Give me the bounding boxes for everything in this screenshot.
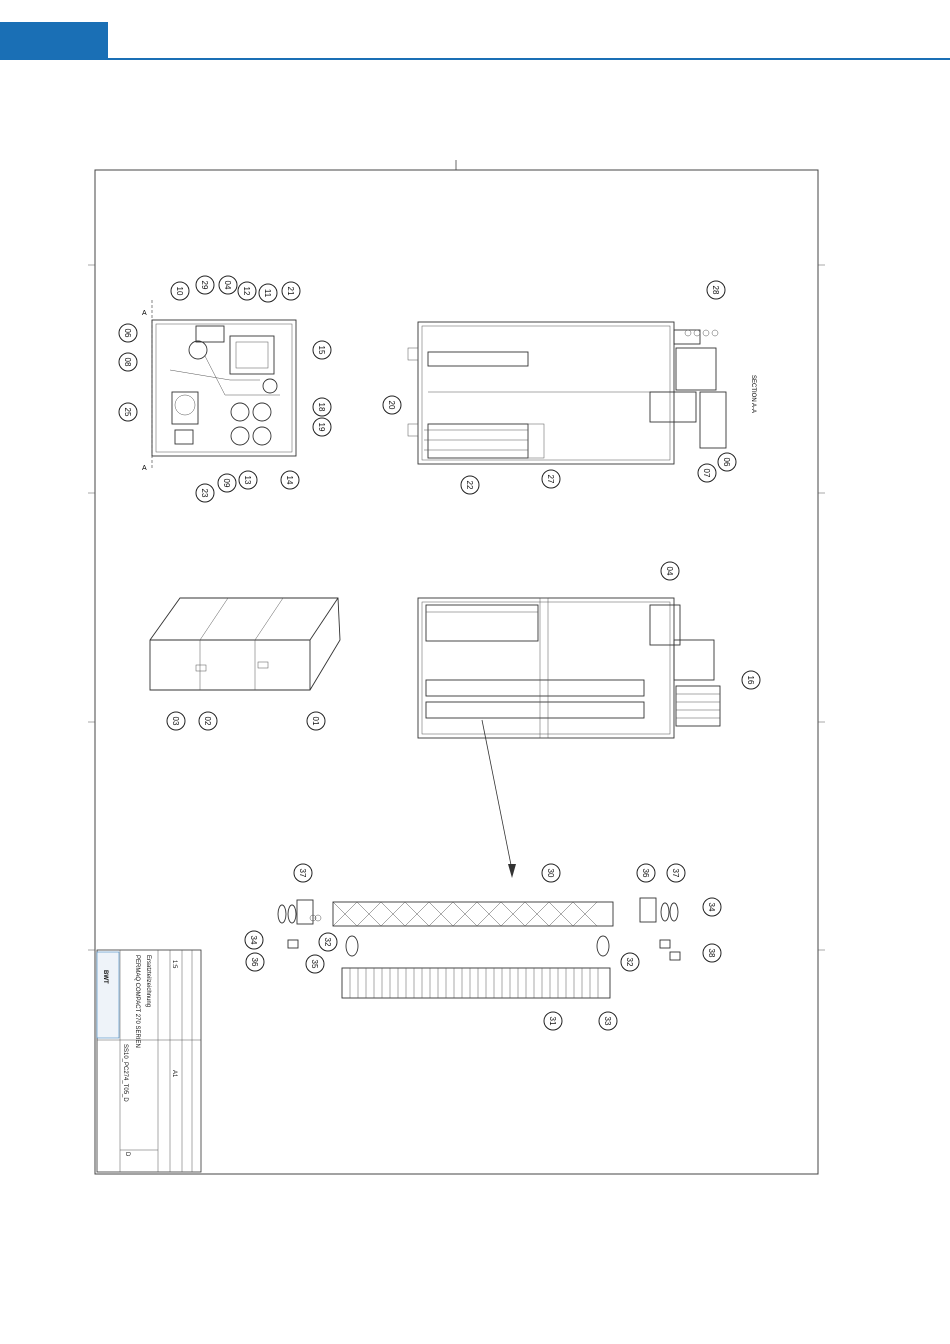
svg-text:A: A xyxy=(142,465,147,472)
callout-c25: 25 xyxy=(119,403,137,421)
callout-c01: 01 xyxy=(307,712,325,730)
callout-c04b: 04 xyxy=(661,562,679,580)
callout-label: 22 xyxy=(465,481,474,490)
callout-c28: 28 xyxy=(707,281,725,299)
callout-c27: 27 xyxy=(542,470,560,488)
callout-label: 07 xyxy=(702,469,711,478)
callout-label: 11 xyxy=(263,289,272,298)
callout-c20: 20 xyxy=(383,396,401,414)
callout-label: 09 xyxy=(222,479,231,488)
callout-label: 14 xyxy=(285,476,294,485)
membrane-detail xyxy=(278,898,680,998)
callout-label: 04 xyxy=(665,567,674,576)
svg-text:A: A xyxy=(142,310,147,317)
callout-label: 06 xyxy=(722,458,731,467)
revision: D xyxy=(124,1152,130,1157)
callout-c06a: 06 xyxy=(119,324,137,342)
callout-label: 32 xyxy=(625,958,634,967)
callout-label: 34 xyxy=(249,936,258,945)
callout-c36a: 36 xyxy=(637,864,655,882)
callout-c12: 12 xyxy=(238,282,256,300)
callout-c19: 19 xyxy=(313,418,331,436)
callout-c36b: 36 xyxy=(246,953,264,971)
drawing-frame xyxy=(95,170,818,1174)
callout-label: 16 xyxy=(746,676,755,685)
callout-c14: 14 xyxy=(281,471,299,489)
section-label: SECTION A-A xyxy=(750,375,756,413)
callout-label: 36 xyxy=(641,869,650,878)
title-block: BWT PERMAQ COMPACT 270 SERIEN Ersatzteil… xyxy=(97,950,201,1172)
callout-label: 08 xyxy=(123,358,132,367)
callout-label: 12 xyxy=(242,287,251,296)
callout-label: 10 xyxy=(175,287,184,296)
isometric-view xyxy=(150,598,340,690)
callout-label: 30 xyxy=(546,869,555,878)
callout-c18: 18 xyxy=(313,398,331,416)
callout-label: 01 xyxy=(311,717,320,726)
callout-label: 03 xyxy=(171,717,180,726)
callout-bubbles: 10 29 04 12 11 21 06 08 25 15 18 19 23 09 13 14 28 20 22 27… xyxy=(119,276,760,1030)
callout-label: 32 xyxy=(323,938,332,947)
callout-label: 25 xyxy=(123,408,132,417)
section-view: SECTION A-A xyxy=(408,322,756,464)
callout-label: 15 xyxy=(317,346,326,355)
callout-c07: 07 xyxy=(698,464,716,482)
callout-label: 34 xyxy=(707,903,716,912)
callout-c35: 35 xyxy=(306,955,324,973)
callout-label: 13 xyxy=(243,476,252,485)
callout-c15: 15 xyxy=(313,341,331,359)
callout-c29: 29 xyxy=(196,276,214,294)
callout-label: 19 xyxy=(317,423,326,432)
callout-label: 28 xyxy=(711,286,720,295)
callout-label: 23 xyxy=(200,489,209,498)
callout-c32a: 32 xyxy=(319,933,337,951)
company-logo-text: BWT xyxy=(102,970,108,984)
top-view: A A xyxy=(142,300,296,472)
side-view xyxy=(418,598,720,878)
drawing-subtitle: Ersatzteilzeichnung xyxy=(145,955,151,1007)
scale: 1:5 xyxy=(171,960,177,969)
callout-c10: 10 xyxy=(171,282,189,300)
callout-label: 06 xyxy=(123,329,132,338)
callout-c13: 13 xyxy=(239,471,257,489)
drawing-title: PERMAQ COMPACT 270 SERIEN xyxy=(134,955,140,1048)
callout-c33: 33 xyxy=(599,1012,617,1030)
callout-c37a: 37 xyxy=(294,864,312,882)
drawing-number: SS10_PC274_T05_D xyxy=(122,1044,128,1102)
callout-c22: 22 xyxy=(461,476,479,494)
callout-label: 37 xyxy=(298,869,307,878)
callout-label: 33 xyxy=(603,1017,612,1026)
callout-c08: 08 xyxy=(119,353,137,371)
callout-c31: 31 xyxy=(544,1012,562,1030)
callout-label: 27 xyxy=(546,475,555,484)
callout-c03: 03 xyxy=(167,712,185,730)
callout-label: 35 xyxy=(310,960,319,969)
sheet-size: A1 xyxy=(171,1070,177,1078)
callout-label: 31 xyxy=(548,1017,557,1026)
callout-c32b: 32 xyxy=(621,953,639,971)
callout-label: 21 xyxy=(286,287,295,296)
callout-label: 20 xyxy=(387,401,396,410)
callout-label: 18 xyxy=(317,403,326,412)
callout-c23: 23 xyxy=(196,484,214,502)
callout-label: 36 xyxy=(250,958,259,967)
callout-c34b: 34 xyxy=(703,898,721,916)
callout-label: 02 xyxy=(203,717,212,726)
callout-c02: 02 xyxy=(199,712,217,730)
callout-c30: 30 xyxy=(542,864,560,882)
callout-c21: 21 xyxy=(282,282,300,300)
callout-c11: 11 xyxy=(259,284,277,302)
callout-label: 38 xyxy=(707,949,716,958)
callout-c16: 16 xyxy=(742,671,760,689)
callout-c06b: 06 xyxy=(718,453,736,471)
callout-c09: 09 xyxy=(218,474,236,492)
callout-label: 29 xyxy=(200,281,209,290)
callout-label: 04 xyxy=(223,281,232,290)
callout-label: 37 xyxy=(671,869,680,878)
callout-c34a: 34 xyxy=(245,931,263,949)
callout-c38: 38 xyxy=(703,944,721,962)
callout-c37b: 37 xyxy=(667,864,685,882)
callout-c04a: 04 xyxy=(219,276,237,294)
